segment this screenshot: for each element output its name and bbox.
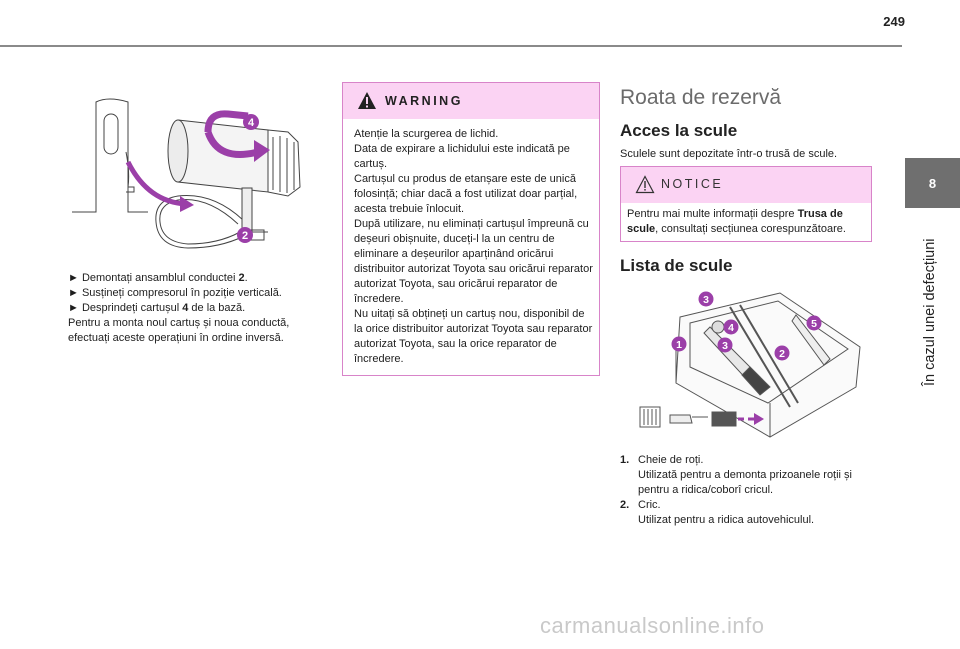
subheading-acces: Acces la scule	[620, 121, 738, 140]
figure-callout: 4	[248, 117, 255, 129]
compressor-cartridge-figure: 4 2	[72, 98, 301, 249]
warning-line: Data de expirare a lichidului este indic…	[354, 143, 570, 170]
figure-callout: 3	[703, 294, 709, 306]
warning-line: Atenție la scurgerea de lichid.	[354, 128, 499, 140]
notice-box: NOTICE Pentru mai multe informații despr…	[620, 166, 872, 242]
figure-callout: 2	[779, 348, 785, 360]
figure-callout: 2	[242, 230, 248, 242]
acces-text: Sculele sunt depozitate într-o trusă de …	[620, 148, 838, 160]
header-rule	[0, 45, 902, 47]
chapter-title: În cazul unei defecțiuni	[922, 238, 938, 386]
instruction-line: ► Desprindeți cartușul 4 de la bază.	[68, 302, 246, 314]
warning-title: WARNING	[385, 94, 463, 108]
section-title: Roata de rezervă	[620, 86, 782, 109]
tool-kit-figure: 3 4 5 1 3 2	[639, 291, 861, 438]
figure-callout: 3	[722, 340, 728, 352]
page-number: 249	[883, 14, 905, 29]
chapter-number: 8	[928, 175, 937, 191]
warning-line: După utilizare, nu eliminați cartușul îm…	[354, 218, 593, 305]
watermark: carmanualsonline.info	[540, 613, 765, 638]
instruction-line: ► Demontați ansamblul conductei 2.	[68, 272, 248, 284]
subheading-lista: Lista de scule	[620, 256, 733, 275]
instruction-line: ► Susțineți compresorul în poziție verti…	[68, 287, 282, 299]
chapter-tab[interactable]: 8	[905, 158, 960, 208]
warning-line: Cartușul cu produs de etanșare este de u…	[354, 173, 578, 215]
warning-box: WARNING Atenție la scurgerea de lichid. …	[342, 82, 600, 376]
figure-callout: 5	[811, 318, 817, 330]
list-item: 2. Cric. Utilizat pentru a ridica autove…	[620, 499, 815, 526]
notice-header	[621, 167, 871, 203]
instructions: ► Demontați ansamblul conductei 2. ► Sus…	[68, 271, 330, 346]
notice-icon	[635, 175, 655, 194]
notice-title: NOTICE	[661, 177, 724, 191]
instruction-line: Pentru a monta noul cartuș și noua condu…	[68, 317, 290, 344]
list-item: 1. Cheie de roți. Utilizată pentru a dem…	[620, 454, 853, 496]
warning-header	[343, 83, 599, 119]
warning-icon	[358, 92, 376, 109]
tool-list: 1. Cheie de roți. Utilizată pentru a dem…	[620, 453, 882, 528]
notice-body: Pentru mai multe informații despre Trusa…	[627, 208, 846, 235]
figure-callout: 1	[676, 339, 682, 351]
warning-body: Atenție la scurgerea de lichid. Data de …	[354, 127, 594, 367]
warning-line: Nu uitați să obțineți un cartuș nou, dis…	[354, 308, 593, 365]
figure-callout: 4	[728, 322, 734, 334]
